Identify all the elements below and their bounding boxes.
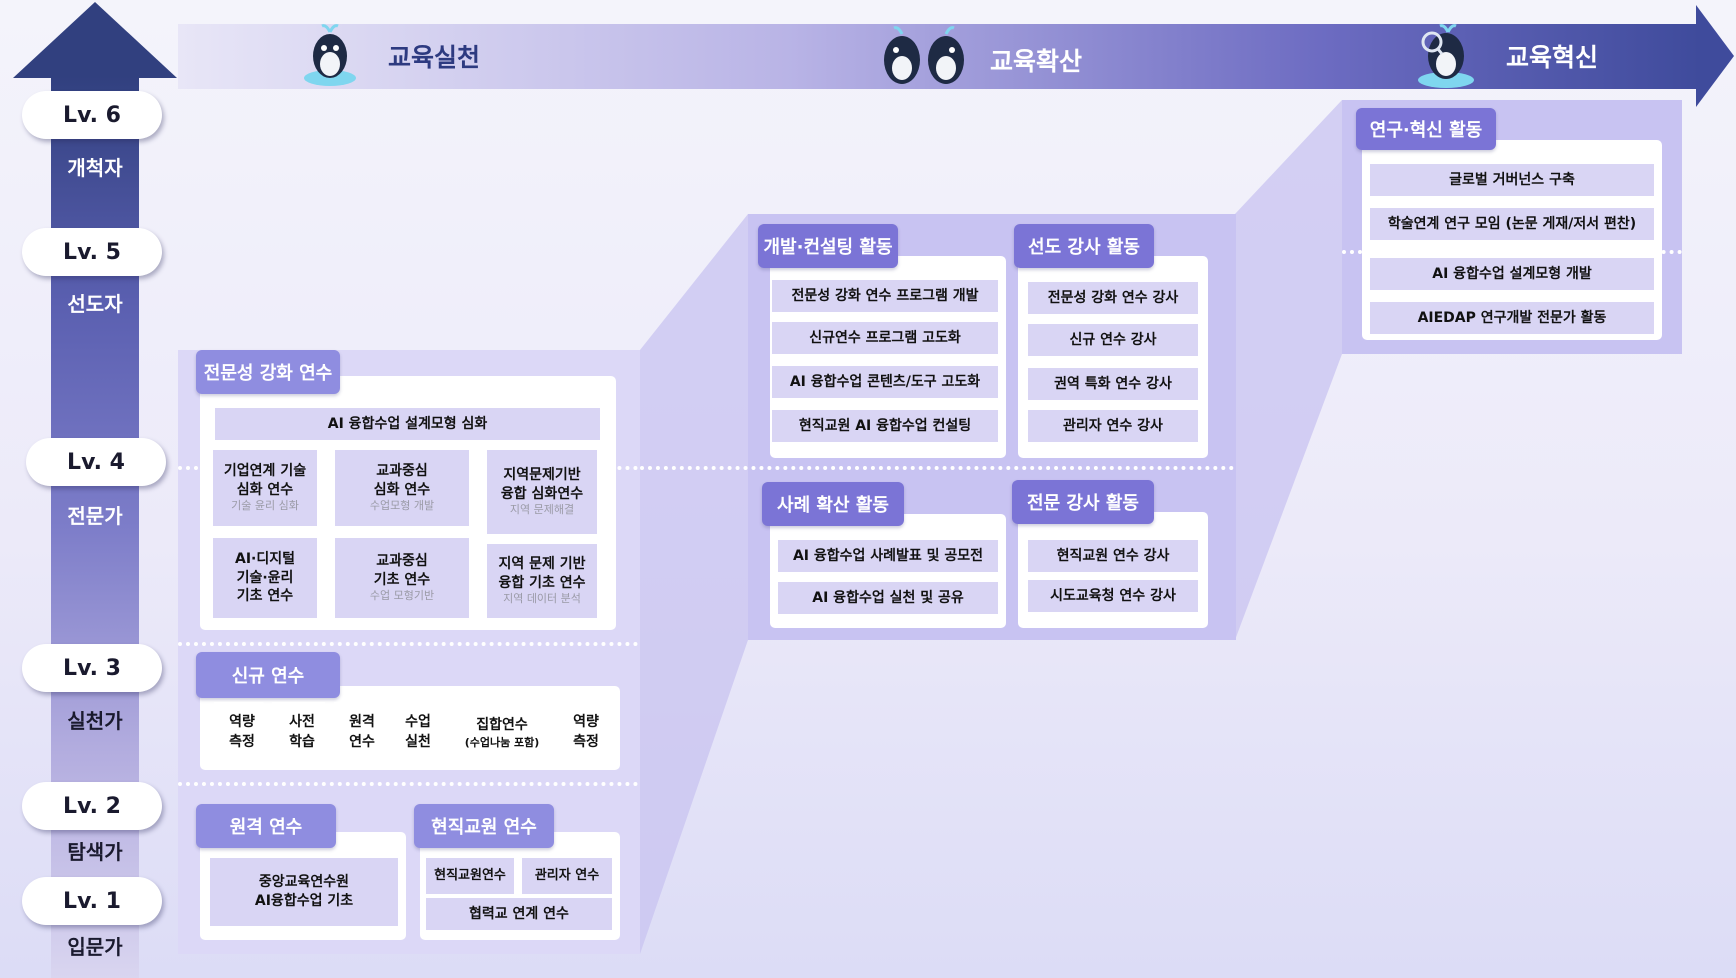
research-item-4: AIEDAP 연구개발 전문가 활동: [1370, 302, 1654, 334]
whale-magnifier-mascot-icon: [1418, 24, 1474, 88]
remote-line: 중앙교육연수원: [258, 874, 350, 891]
remote-tag: 원격 연수: [196, 804, 336, 848]
whale-pair-mascot-icon: [884, 26, 964, 84]
level-2-role: 탐색가: [67, 840, 123, 864]
cell-sub: 수업 모형기반: [369, 589, 435, 603]
step-line: 수업: [405, 714, 431, 731]
expert-tag: 전문 강사 활동: [1012, 480, 1154, 524]
case-item-2: AI 융합수업 실천 및 공유: [778, 582, 998, 614]
expertise-cell-1: 기업연계 기술 심화 연수 기술 윤리 심화: [213, 450, 317, 526]
level-4-role: 전문가: [67, 504, 123, 528]
cell-line: 심화 연수: [236, 481, 294, 498]
step-line: 사전: [289, 714, 315, 731]
lead-item-1: 전문성 강화 연수 강사: [1028, 282, 1198, 314]
separator-lv3: [178, 642, 638, 646]
cell-line: AI·디지털: [234, 550, 295, 567]
cell-sub: 기술 윤리 심화: [231, 499, 299, 513]
case-tag: 사례 확산 활동: [762, 482, 904, 526]
cell-sub: 수업모형 개발: [369, 499, 435, 513]
new-training-tag: 신규 연수: [196, 652, 340, 698]
separator-lv5: [1342, 250, 1682, 254]
cell-line: 융합 심화연수: [500, 485, 584, 502]
cell-line: 기초 연수: [373, 571, 431, 588]
step-5: 집합연수 (수업나눔 포함): [448, 702, 556, 764]
step-line: 학습: [289, 734, 315, 750]
level-4-pill: Lv. 4: [26, 438, 166, 486]
dev-item-2: 신규연수 프로그램 고도화: [772, 322, 998, 354]
remote-item: 중앙교육연수원 AI융합수업 기초: [210, 858, 398, 926]
research-item-3: AI 융합수업 설계모형 개발: [1370, 258, 1654, 290]
step-line: 집합연수: [476, 716, 528, 733]
cell-line: 교과중심: [376, 462, 428, 479]
expertise-cell-3: 지역문제기반 융합 심화연수 지역 문제해결: [487, 450, 597, 534]
whale-mascot-icon: [304, 24, 356, 86]
cell-sub: 지역 데이터 분석: [503, 592, 581, 606]
cell-line: 교과중심: [376, 552, 428, 569]
lead-tag: 선도 강사 활동: [1014, 224, 1154, 268]
level-2-pill: Lv. 2: [22, 782, 162, 830]
lead-item-2: 신규 연수 강사: [1028, 324, 1198, 356]
separator-lv2: [178, 782, 638, 786]
cell-line: 기술·윤리: [236, 569, 294, 586]
expertise-cell-5: 교과중심 기초 연수 수업 모형기반: [335, 538, 469, 618]
lead-item-4: 관리자 연수 강사: [1028, 410, 1198, 442]
level-5-pill: Lv. 5: [22, 228, 162, 276]
cell-line: 지역 문제 기반: [498, 555, 586, 572]
expertise-cell-2: 교과중심 심화 연수 수업모형 개발: [335, 450, 469, 526]
inservice-teacher: 현직교원연수: [426, 858, 514, 894]
research-item-2: 학술연계 연구 모임 (논문 게재/저서 편찬): [1370, 208, 1654, 240]
step-line: 역량: [573, 714, 599, 731]
phase-spread: 교육확산: [990, 47, 1083, 76]
level-6-pill: Lv. 6: [22, 91, 162, 139]
level-arrow-head: [13, 2, 177, 78]
research-item-1: 글로벌 거버넌스 구축: [1370, 164, 1654, 196]
step-line: 역량: [229, 714, 255, 731]
level-1-role: 입문가: [67, 935, 123, 959]
dev-tag: 개발·컨설팅 활동: [758, 224, 898, 268]
step-line: 측정: [573, 734, 599, 750]
phase-innovation: 교육혁신: [1506, 43, 1599, 72]
banner-arrow-head: [1696, 5, 1734, 107]
cell-line: 기초 연수: [236, 588, 294, 605]
case-item-1: AI 융합수업 사례발표 및 공모전: [778, 540, 998, 572]
step-note: (수업나눔 포함): [464, 736, 540, 750]
separator-lv4-right: [640, 466, 1234, 470]
expertise-tag: 전문성 강화 연수: [196, 350, 340, 394]
dev-item-3: AI 융합수업 콘텐츠/도구 고도화: [772, 366, 998, 398]
expertise-top-item: AI 융합수업 설계모형 심화: [215, 408, 600, 440]
level-3-role: 실천가: [67, 709, 123, 733]
level-5-role: 선도자: [67, 292, 123, 316]
expert-item-1: 현직교원 연수 강사: [1028, 540, 1198, 572]
step-line: 실천: [405, 734, 431, 750]
level-6-role: 개척자: [67, 156, 123, 180]
inservice-tag: 현직교원 연수: [414, 804, 554, 848]
level-3-pill: Lv. 3: [22, 644, 162, 692]
cell-line: 융합 기초 연수: [498, 574, 586, 591]
dev-item-1: 전문성 강화 연수 프로그램 개발: [772, 280, 998, 312]
phase-practice: 교육실천: [388, 43, 481, 72]
cell-line: 지역문제기반: [503, 466, 581, 483]
cell-line: 기업연계 기술: [223, 462, 307, 479]
level-1-pill: Lv. 1: [22, 877, 162, 925]
cell-sub: 지역 문제해결: [509, 503, 575, 517]
expert-item-2: 시도교육청 연수 강사: [1028, 580, 1198, 612]
inservice-admin: 관리자 연수: [522, 858, 612, 894]
expertise-cell-4: AI·디지털 기술·윤리 기초 연수: [213, 538, 317, 618]
step-line: 연수: [349, 734, 375, 750]
remote-line: AI융합수업 기초: [254, 893, 354, 909]
cell-line: 심화 연수: [373, 481, 431, 498]
step-line: 측정: [229, 734, 255, 750]
inservice-partner: 협력교 연계 연수: [426, 898, 612, 930]
step-line: 원격: [349, 714, 375, 731]
research-tag: 연구·혁신 활동: [1356, 108, 1496, 150]
lead-item-3: 권역 특화 연수 강사: [1028, 368, 1198, 400]
expertise-cell-6: 지역 문제 기반 융합 기초 연수 지역 데이터 분석: [487, 544, 597, 618]
dev-item-4: 현직교원 AI 융합수업 컨설팅: [772, 410, 998, 442]
